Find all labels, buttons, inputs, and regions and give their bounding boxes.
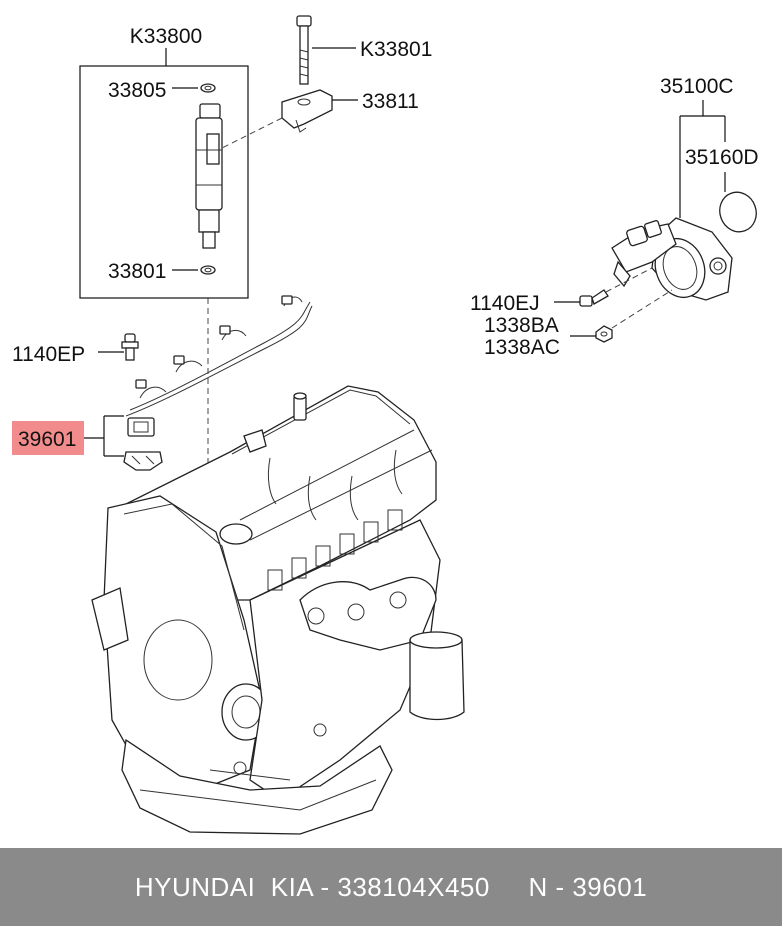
label-35160d: 35160D xyxy=(685,146,759,169)
gasket-35160d xyxy=(719,191,757,233)
throttle-body-group: 35100C 35160D 1140EJ xyxy=(470,75,759,359)
fuel-injector xyxy=(195,103,223,249)
label-33805: 33805 xyxy=(108,79,166,102)
throttle-body-35100c xyxy=(611,217,733,301)
engine-assembly xyxy=(91,385,465,835)
bolt-group-1140ep: 1140EP xyxy=(12,333,139,366)
footer-bar: HYUNDAI KIA - 338104X450 N - 39601 xyxy=(0,848,782,926)
bolt-1140ep xyxy=(121,333,139,361)
highlight-39601 xyxy=(12,421,84,455)
washer-33801 xyxy=(200,265,216,275)
footer-text: HYUNDAI KIA - 338104X450 N - 39601 xyxy=(134,871,648,902)
wiring-harness-39601 xyxy=(123,295,313,471)
label-33801: 33801 xyxy=(108,260,166,283)
bolt-1140ej xyxy=(579,289,609,307)
label-k33801: K33801 xyxy=(360,38,432,61)
label-35100c: 35100C xyxy=(660,75,734,98)
label-33811: 33811 xyxy=(362,90,419,113)
injector-group: K33800 33805 33801 xyxy=(79,25,249,299)
label-k33800: K33800 xyxy=(130,25,202,48)
label-39601: 39601 xyxy=(18,428,76,451)
bolt-k33801 xyxy=(296,15,312,85)
callout-39601: 39601 xyxy=(12,415,124,457)
nut-1338 xyxy=(595,325,613,343)
label-1140ep: 1140EP xyxy=(12,343,85,366)
washer-33805 xyxy=(200,83,216,93)
parts-diagram: K33800 33805 33801 xyxy=(12,15,759,835)
label-1338ac: 1338AC xyxy=(484,336,560,359)
label-1338ba: 1338BA xyxy=(484,314,559,337)
clamp-bolt-group: K33801 33811 xyxy=(221,15,432,149)
label-1140ej: 1140EJ xyxy=(470,292,540,315)
clamp-33811 xyxy=(281,89,333,133)
